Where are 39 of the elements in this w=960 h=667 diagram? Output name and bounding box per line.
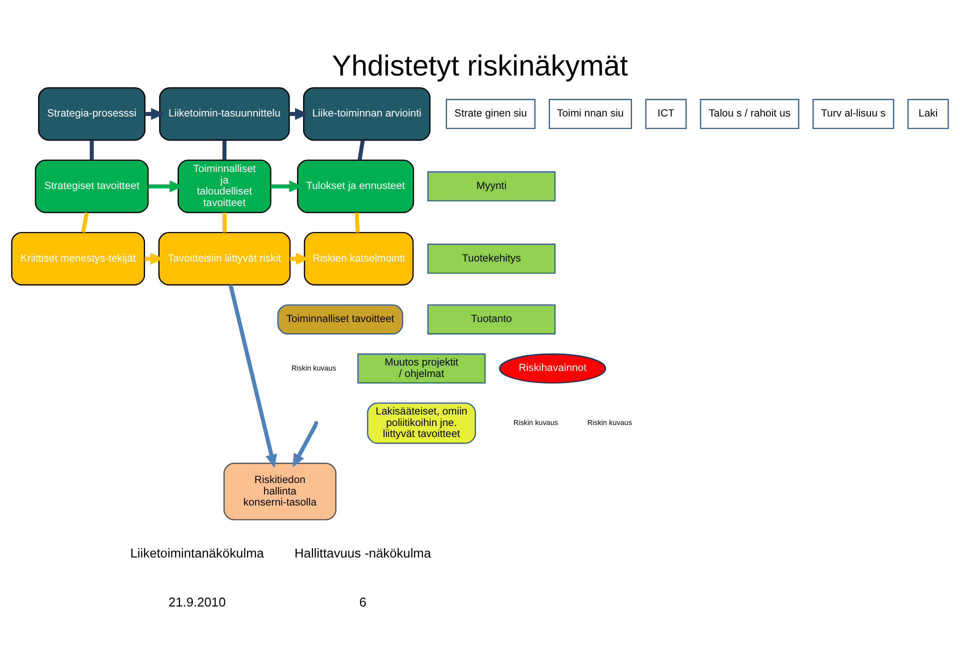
label: Riskin kuvaus (291, 363, 336, 372)
label: Riskin kuvaus (513, 418, 558, 427)
node-box: Laki (907, 98, 949, 130)
node-box: Kriittiset menestys-tekijät (11, 232, 146, 286)
connector (222, 140, 226, 160)
node-ellipse: Riskihavainnot (498, 353, 606, 384)
node-box: Muutos projektit / ohjelmat (357, 353, 486, 384)
node-box: Myynti (427, 171, 556, 202)
node-box: Liiketoimin-tasuunnittelu (159, 87, 290, 141)
arrow (228, 284, 278, 468)
node-box: Turv al-lisuu s (812, 98, 894, 130)
connector (358, 140, 365, 160)
node-box: Riskien katselmointi (304, 232, 414, 286)
label: Hallittavuus -näkökulma (294, 545, 432, 560)
node-box: Strate ginen siu (446, 98, 536, 130)
connector (81, 212, 89, 233)
diagram-title: Yhdistetyt riskinäkymät (332, 50, 628, 83)
connector (90, 140, 94, 160)
label: 21.9.2010 (168, 594, 226, 610)
label: 6 (359, 594, 366, 610)
node-box: ICT (645, 98, 687, 130)
node-box: Toimi nnan siu (548, 98, 632, 130)
connector (354, 212, 360, 232)
node-box: Strategia-prosesssi (38, 87, 146, 141)
label: Riskin kuvaus (587, 418, 632, 427)
connector (222, 212, 226, 232)
node-box: Strategiset tavoitteet (34, 160, 149, 214)
node-box: Lakisääteiset, omiin poliitikoihin jne. liittyvät tavoitteet (367, 402, 476, 444)
node-box: Tuotanto (427, 304, 556, 334)
node-box: Tavoitteisiin liittyvät riskit (158, 232, 291, 286)
node-box: Toiminnalliset ja taloudelliset tavoitteet (178, 160, 272, 214)
arrow (292, 424, 318, 468)
node-box: Toiminnalliset tavoitteet (277, 304, 404, 334)
node-box: Tulokset ja ennusteet (297, 160, 414, 214)
label: Liiketoimintanäkökulma (130, 545, 264, 560)
node-box: Tuotekehitys (427, 244, 556, 274)
node-box: Liike-toiminnan arviointi (303, 87, 431, 141)
node-box: Riskitiedon hallinta konserni-tasolla (223, 462, 336, 520)
node-box: Talou s / rahoit us (700, 98, 800, 130)
